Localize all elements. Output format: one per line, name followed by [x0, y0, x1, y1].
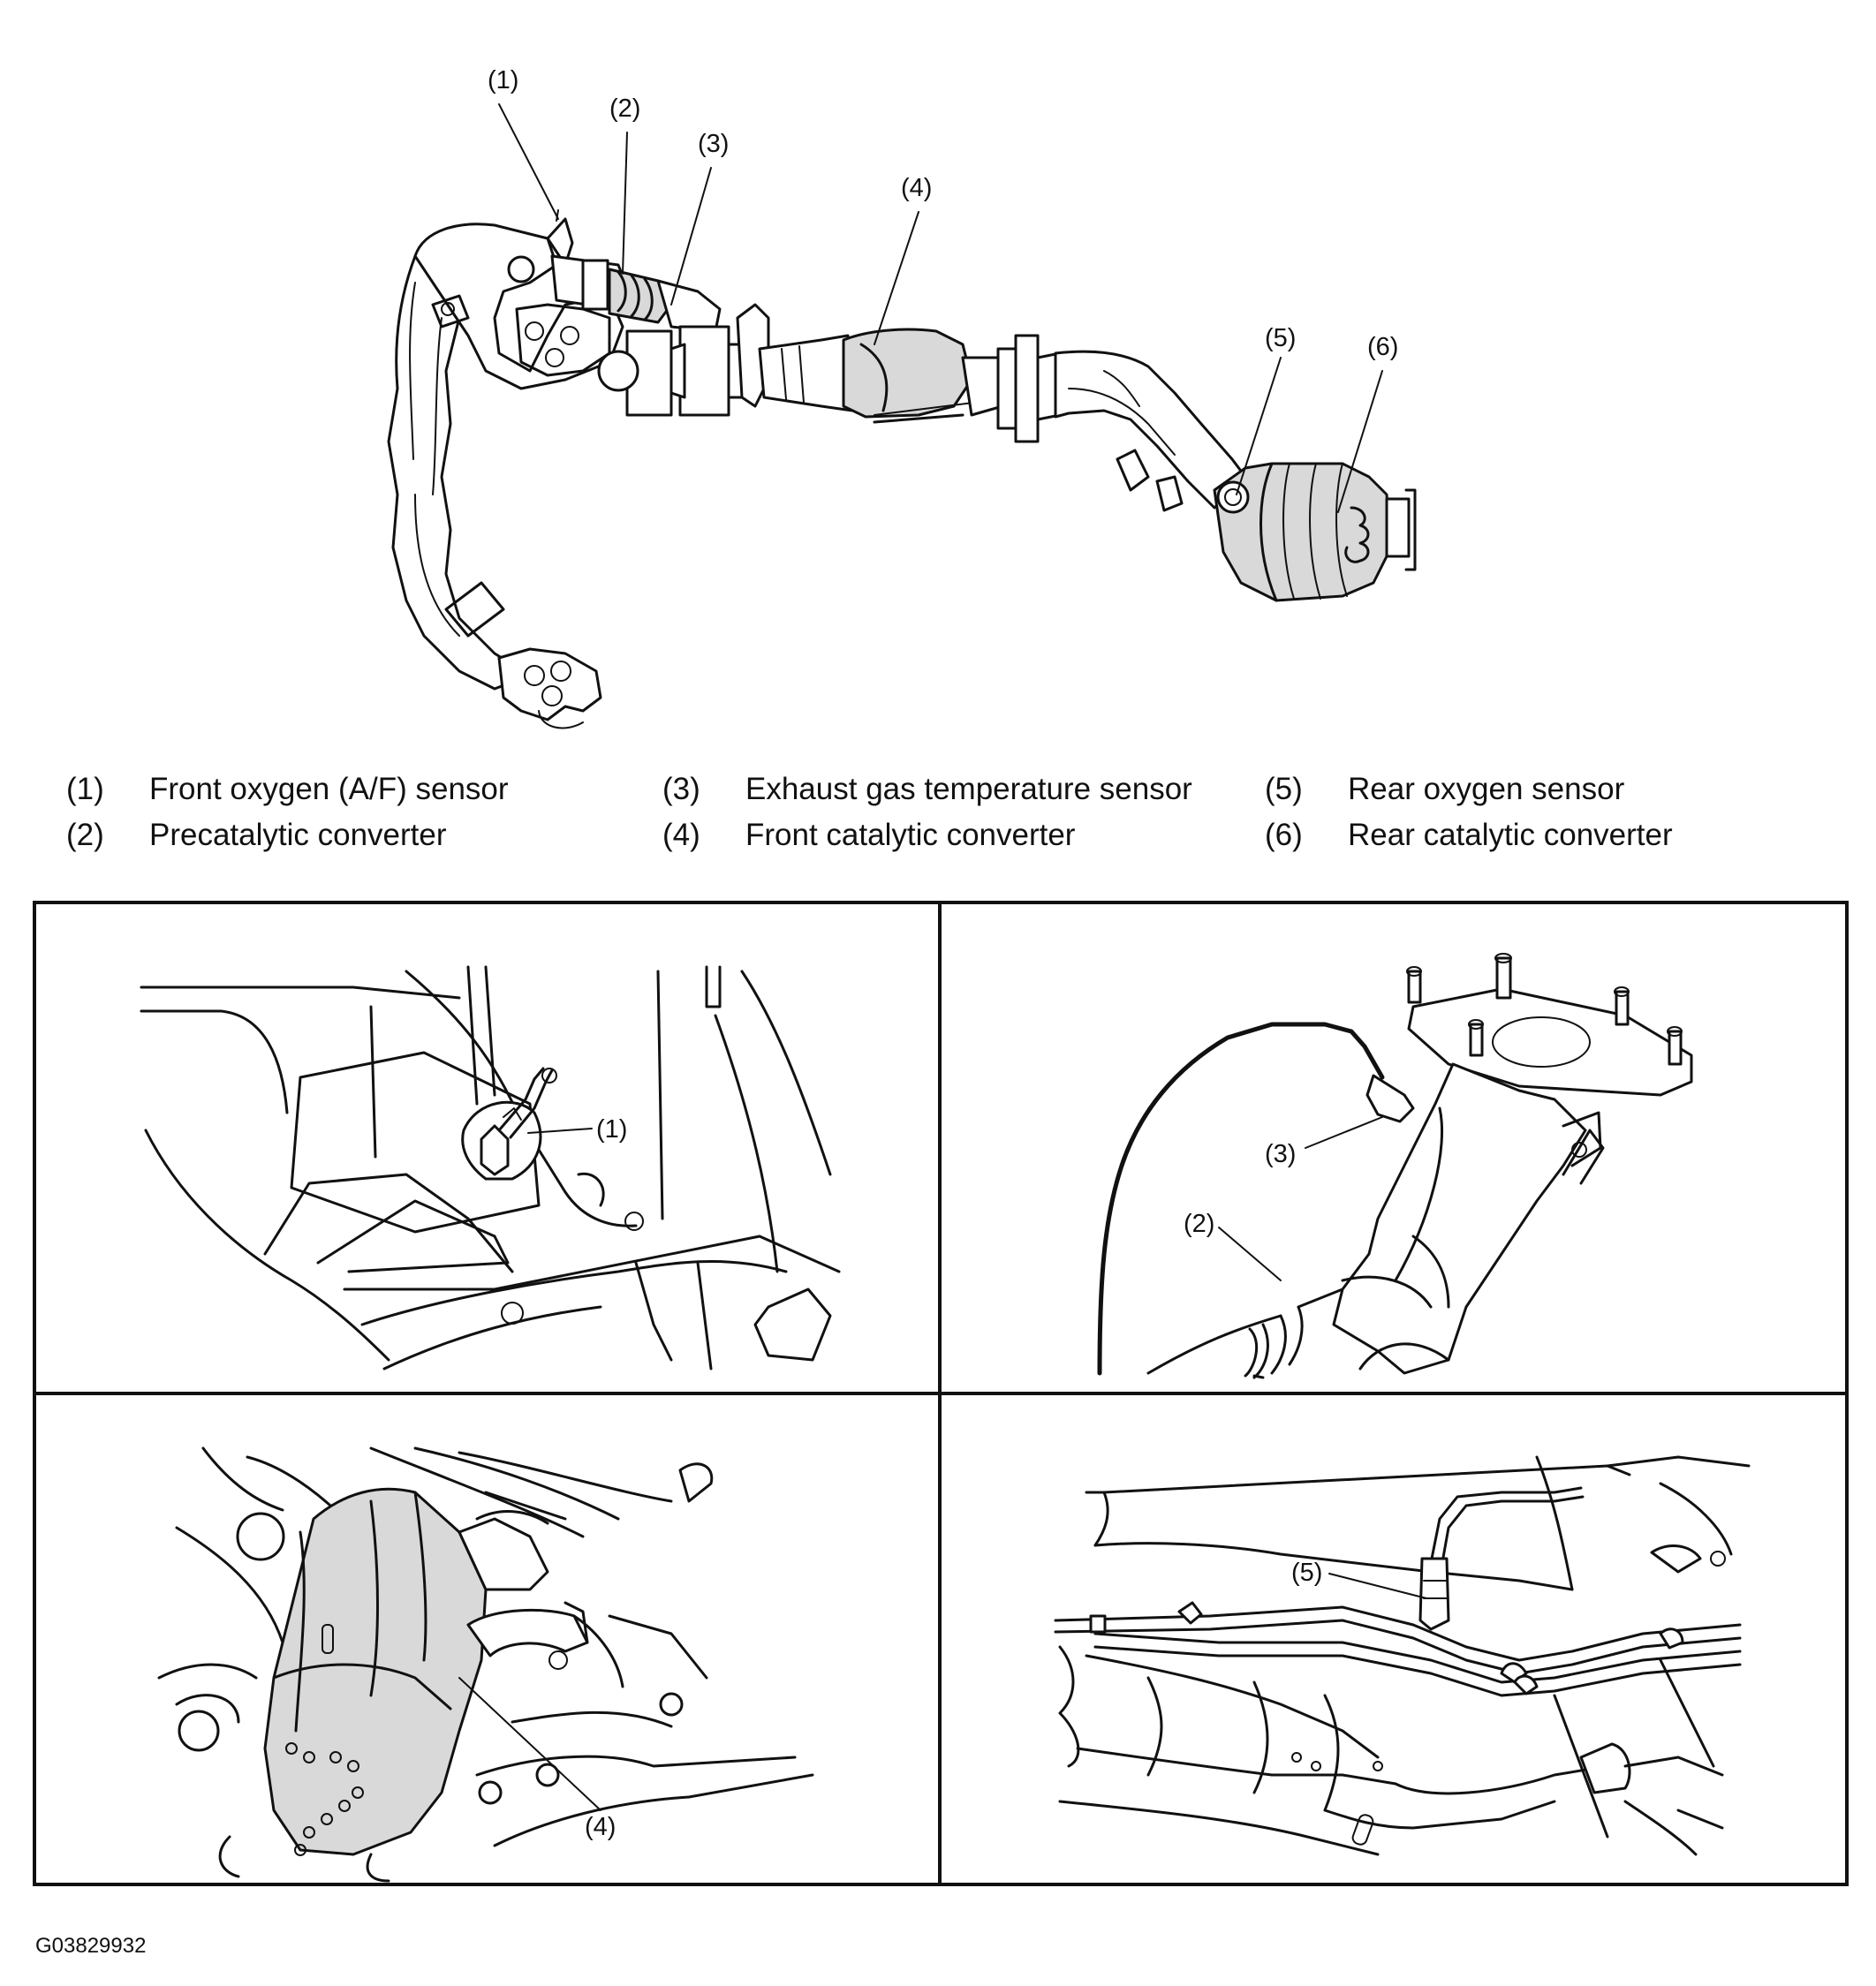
legend-label: Front oxygen (A/F) sensor: [149, 772, 509, 806]
legend-item-6: (6) Rear catalytic converter: [1265, 812, 1795, 858]
legend-number: (5): [1265, 772, 1303, 806]
panel-rear-oxygen-sensor: [1054, 1455, 1751, 1856]
callout-4-detail: (4): [585, 1813, 616, 1841]
callout-3-detail: (3): [1265, 1140, 1296, 1168]
callout-4-overview: (4): [901, 174, 932, 202]
rear-pipe-bend: [1054, 350, 1247, 510]
callout-1-detail: (1): [596, 1115, 627, 1144]
legend-label: Precatalytic converter: [149, 818, 447, 852]
legend-item-5: (5) Rear oxygen sensor: [1265, 766, 1795, 812]
panel-exhaust-temp-sensor: [1097, 953, 1693, 1379]
legend-label: Exhaust gas temperature sensor: [745, 772, 1192, 806]
legend-label: Front catalytic converter: [745, 818, 1076, 852]
precat-pipe: [1332, 1062, 1587, 1375]
callout-1-overview: (1): [488, 66, 518, 94]
temp-sensor-wire: [1097, 1022, 1385, 1376]
callout-5-overview: (5): [1265, 324, 1296, 352]
legend-number: (3): [662, 772, 700, 806]
rear-oxygen-sensor-overview: [1216, 480, 1250, 514]
legend-item-1: (1) Front oxygen (A/F) sensor: [66, 766, 596, 812]
rear-oxygen-sensor-detail: [1418, 1557, 1450, 1631]
figure-code: G03829932: [35, 1934, 147, 1958]
legend-label: Rear catalytic converter: [1348, 818, 1673, 852]
legend-item-2: (2) Precatalytic converter: [66, 812, 596, 858]
panel-front-oxygen-sensor: [140, 965, 841, 1371]
front-catalytic-converter-body: [842, 328, 973, 419]
legend-number: (2): [66, 818, 104, 852]
callout-5-detail: (5): [1291, 1559, 1322, 1587]
detail-panels-frame: [33, 901, 1849, 1886]
legend-number: (4): [662, 818, 700, 852]
legend-item-4: (4) Front catalytic converter: [662, 812, 1228, 858]
legend-number: (1): [66, 772, 104, 806]
callout-3-overview: (3): [698, 130, 729, 158]
callout-2-overview: (2): [609, 94, 640, 123]
lower-flange: [497, 647, 602, 721]
upper-manifold: [413, 223, 624, 390]
legend-number: (6): [1265, 818, 1303, 852]
front-exhaust-pipe: [387, 254, 532, 691]
callout-6-overview: (6): [1367, 333, 1398, 361]
callout-2-detail: (2): [1184, 1210, 1214, 1238]
exhaust-overview-drawing: [387, 209, 1417, 729]
legend-item-3: (3) Exhaust gas temperature sensor: [662, 766, 1228, 812]
legend-label: Rear oxygen sensor: [1348, 772, 1625, 806]
overview-leaders: [498, 103, 1383, 513]
panel-front-catalytic-converter: [157, 1446, 814, 1883]
